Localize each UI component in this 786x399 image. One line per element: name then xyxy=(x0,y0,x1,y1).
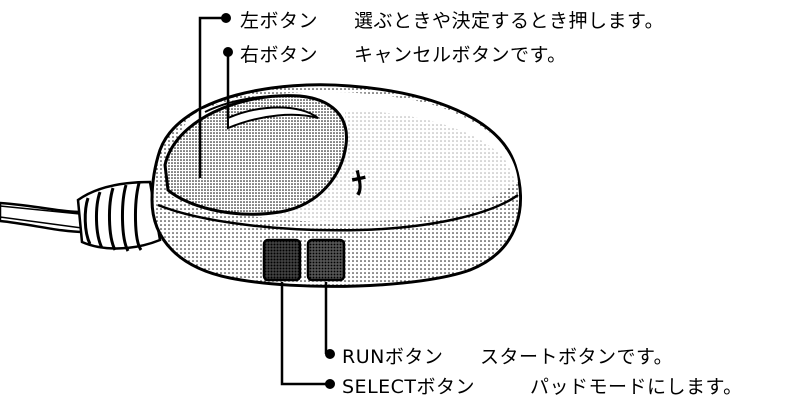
callout-name: 左ボタン xyxy=(240,10,319,32)
callout-select-button: SELECTボタン パッドモードにします。 xyxy=(342,372,743,399)
callout-name: RUNボタン xyxy=(342,346,444,368)
callout-bullets xyxy=(221,13,335,389)
leader-lines xyxy=(198,16,328,386)
callout-desc: キャンセルボタンです。 xyxy=(354,44,567,66)
mouse-cable xyxy=(0,201,90,234)
callout-desc: スタートボタンです。 xyxy=(480,346,674,368)
bullet-right xyxy=(223,47,233,57)
select-button[interactable] xyxy=(262,238,302,282)
callout-run-button: RUNボタン スタートボタンです。 xyxy=(342,342,673,369)
bullet-left xyxy=(221,13,231,23)
callout-name: SELECTボタン xyxy=(342,376,476,398)
mouse-logo: ﾅ xyxy=(349,165,371,202)
run-button[interactable] xyxy=(306,238,346,282)
bullet-run xyxy=(325,349,335,359)
callout-right-button: 右ボタン キャンセルボタンです。 xyxy=(240,40,567,67)
bullet-select xyxy=(325,379,335,389)
cable-strain-relief xyxy=(76,180,162,252)
mouse-body xyxy=(150,83,522,288)
right-button[interactable] xyxy=(227,106,319,130)
callout-left-button: 左ボタン 選ぶときや決定するとき押します。 xyxy=(240,6,664,33)
callout-desc: 選ぶときや決定するとき押します。 xyxy=(354,10,665,32)
callout-desc: パッドモードにします。 xyxy=(530,376,743,398)
callout-name: 右ボタン xyxy=(240,44,319,66)
